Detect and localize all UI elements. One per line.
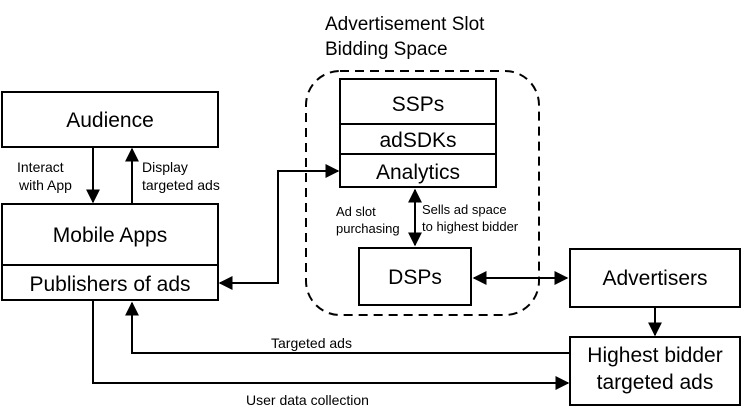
user-data-arrow <box>92 301 570 390</box>
audience-label: Audience <box>66 109 154 132</box>
analytics-label: Analytics <box>376 161 460 184</box>
dsps-label: DSPs <box>388 266 442 289</box>
highest-bidder-node: Highest bidder targeted ads <box>569 336 741 406</box>
mobile-apps-node: Mobile Apps Publishers of ads <box>1 203 219 301</box>
sells-label-line2: to highest bidder <box>422 219 519 234</box>
bidding-space-title-line2: Bidding Space <box>325 39 448 60</box>
targeted-ads-label: Targeted ads <box>271 335 352 351</box>
publishers-label: Publishers of ads <box>29 273 190 296</box>
ad-slot-label-line2: purchasing <box>336 221 400 236</box>
targeted-ads-arrow <box>125 301 569 354</box>
ssps-label: SSPs <box>392 93 445 116</box>
audience-node: Audience <box>1 91 219 148</box>
display-label-line2: targeted ads <box>142 177 220 193</box>
interact-label-line2: with App <box>18 177 72 193</box>
highest-bidder-label-line1: Highest bidder <box>587 344 722 367</box>
publishers-analytics-arrow <box>218 164 340 290</box>
ad-slot-label-line1: Ad slot <box>336 204 376 219</box>
adsdks-label: adSDKs <box>379 129 456 152</box>
ssp-stack: SSPs adSDKs Analytics <box>339 78 497 188</box>
highest-bidder-label-line2: targeted ads <box>597 371 714 394</box>
sells-label-line1: Sells ad space <box>422 202 507 217</box>
dsps-node: DSPs <box>358 247 472 306</box>
advertisers-label: Advertisers <box>602 267 707 290</box>
advertisers-node: Advertisers <box>569 248 741 308</box>
interact-label-line1: Interact <box>17 159 64 175</box>
mobile-apps-label: Mobile Apps <box>53 224 167 247</box>
user-data-label: User data collection <box>246 392 369 408</box>
display-label-line1: Display <box>142 159 188 175</box>
bidding-space-title-line1: Advertisement Slot <box>325 14 485 35</box>
